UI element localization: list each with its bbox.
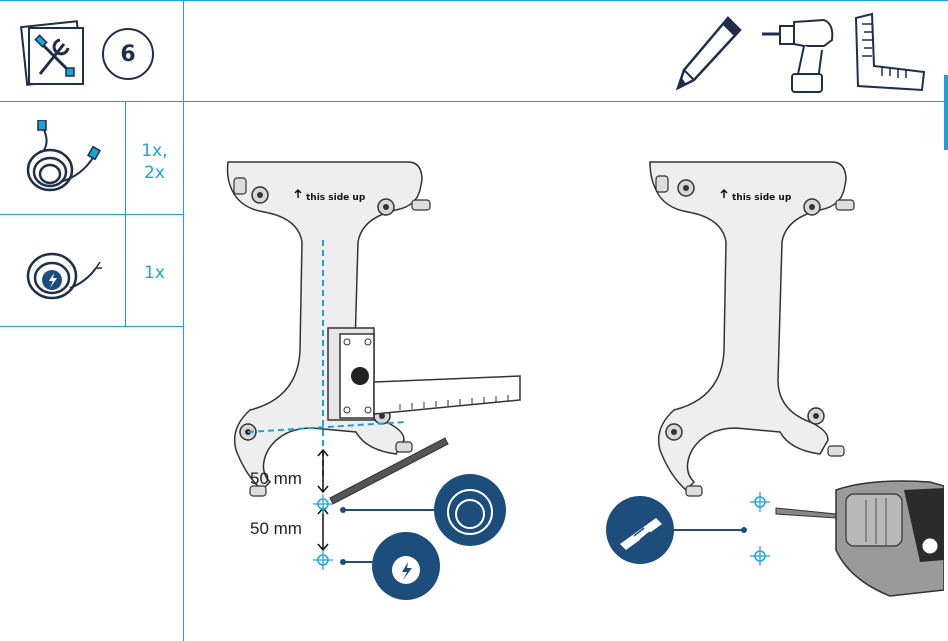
divider-top-header [0, 0, 948, 1]
plate-label-left: this side up [306, 193, 366, 203]
power-cable-icon [26, 252, 102, 300]
mounting-plate-drilling-diagram: this side up [606, 161, 944, 597]
part-quantity-line-2: 2x [144, 163, 165, 183]
scrollbar-thumb[interactable] [944, 75, 948, 150]
divider-sidebar-right [183, 0, 184, 641]
divider-part-row-1 [0, 214, 183, 215]
mounting-plate-marking-diagram: this side up [226, 161, 521, 600]
drill-icon [762, 18, 834, 93]
part-quantity-cable: 1x, 2x [126, 140, 183, 184]
part-quantity-power-text: 1x [144, 263, 165, 283]
square-ruler-icon [854, 12, 926, 92]
divider-header-bottom [0, 101, 948, 102]
divider-parts-column [125, 101, 126, 326]
tools-icon [20, 20, 84, 86]
part-quantity-line-1: 1x, [141, 141, 168, 161]
measurement-label-1: 50 mm [250, 469, 302, 488]
network-cable-icon [26, 120, 101, 192]
part-quantity-power: 1x [126, 262, 183, 284]
step-number-badge: 6 [102, 28, 154, 80]
step-number: 6 [120, 41, 136, 67]
divider-part-row-2 [0, 326, 183, 327]
plate-label-right: this side up [732, 193, 792, 203]
measurement-label-2: 50 mm [250, 519, 302, 538]
pencil-icon [675, 16, 742, 91]
